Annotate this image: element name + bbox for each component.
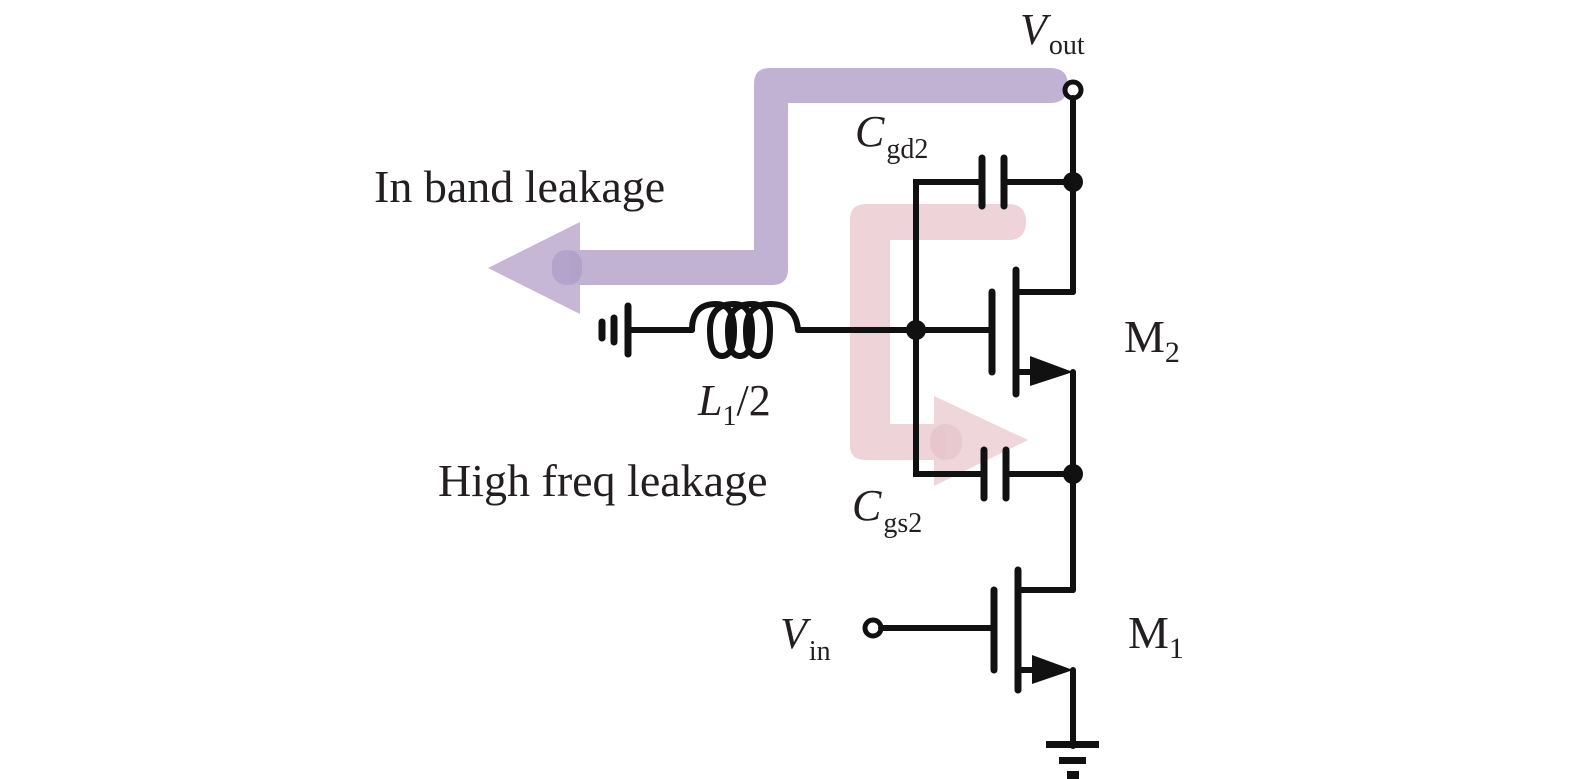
cgd2-left-wire	[913, 179, 985, 333]
in-band-overlap	[552, 250, 582, 285]
in-band-leakage-label: In band leakage	[374, 161, 665, 212]
ground-line-1	[1046, 741, 1099, 748]
cgd2-capacitor	[913, 154, 1083, 333]
in-band-path-body	[570, 68, 1068, 285]
in-band-leakage-path	[488, 68, 1068, 314]
ground-line-3	[1067, 771, 1079, 779]
cgs2-label: Cgs2	[852, 481, 922, 539]
m1-label: M1	[1128, 607, 1184, 665]
m2-label: M2	[1124, 311, 1180, 369]
high-freq-leakage-label: High freq leakage	[438, 455, 768, 506]
m2-transistor	[906, 266, 1076, 593]
m1-transistor	[862, 566, 1076, 749]
high-freq-overlap	[930, 424, 962, 460]
cgs2-junction	[1063, 464, 1083, 484]
ground-icon	[1046, 741, 1099, 779]
m2-source-arrow-icon	[1030, 356, 1073, 386]
cgd2-label: Cgd2	[855, 107, 928, 165]
m1-source-arrow-icon	[1032, 655, 1073, 684]
inductor-l1	[598, 300, 919, 360]
inductor-label: L1/2	[697, 376, 771, 432]
cgd2-junction	[1063, 172, 1083, 192]
vout-label: Vout	[1020, 5, 1085, 61]
vout-terminal	[1062, 79, 1084, 295]
in-band-arrowhead	[488, 222, 580, 314]
high-freq-leakage-path	[850, 204, 1028, 486]
cgs2-left-wire	[913, 327, 987, 477]
ground-line-2	[1059, 757, 1086, 764]
vin-label: Vin	[780, 609, 831, 667]
inductor-coil	[689, 300, 801, 360]
cgs2-capacitor	[913, 327, 1083, 502]
high-freq-arrowhead	[934, 396, 1028, 486]
